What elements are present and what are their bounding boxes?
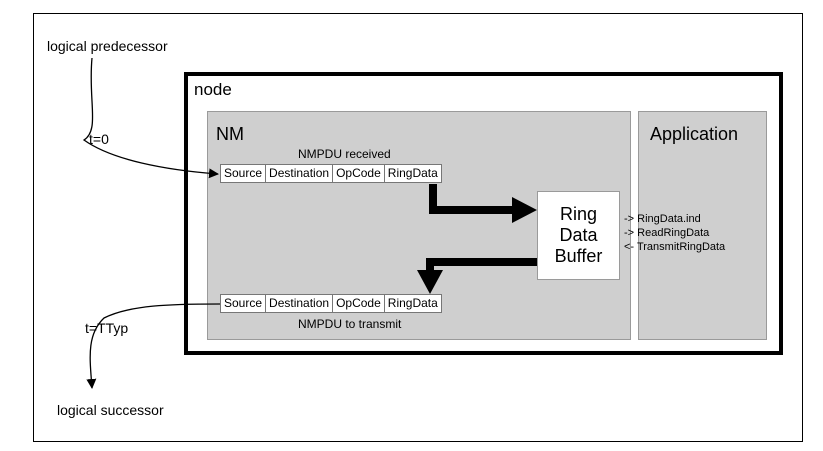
frame-field-destination: Destination [266,165,334,182]
api-call-transmitringdata: <- TransmitRingData [624,241,726,253]
frame-field-ringdata: RingData [387,166,438,180]
ringdata-to-buffer-arrow [429,184,515,214]
frame-field-opcode: OpCode [333,295,385,312]
frame-field-source: Source [221,165,267,182]
predecessor-label: logical predecessor [47,38,168,54]
application-panel [638,111,767,340]
ttyp-label: t=TTyp [85,320,129,336]
ringdata-to-buffer-arrowhead [512,197,537,223]
t0-label: t=0 [89,131,109,147]
node-label: node [194,80,232,99]
diagram-frame [33,13,803,442]
nmpdu-transmit-frame: Source Destination OpCode RingData [220,294,442,313]
api-call-readringdata: -> ReadRingData [624,227,710,239]
application-label: Application [650,124,739,144]
frame-field-destination: Destination [266,295,334,312]
transmit-label: NMPDU to transmit [298,317,402,331]
buffer-to-ringdata-arrow [426,258,537,272]
ring-data-buffer: Ring Data Buffer [537,191,620,280]
frame-field-opcode: OpCode [333,165,385,182]
received-label: NMPDU received [298,147,391,161]
outgoing-arrow [86,303,221,389]
incoming-arrow [82,57,219,179]
frame-field-ringdata: RingData [387,296,438,310]
nmpdu-received-frame: Source Destination OpCode RingData [220,164,442,183]
node-box [184,72,783,355]
api-call-list: -> RingData.ind -> ReadRingData <- Trans… [624,212,725,254]
api-call-ringdata-ind: -> RingData.ind [624,213,701,225]
successor-label: logical successor [57,402,164,418]
nm-label: NM [216,124,244,144]
buffer-to-ringdata-arrowhead [417,270,443,294]
frame-field-source: Source [221,295,267,312]
